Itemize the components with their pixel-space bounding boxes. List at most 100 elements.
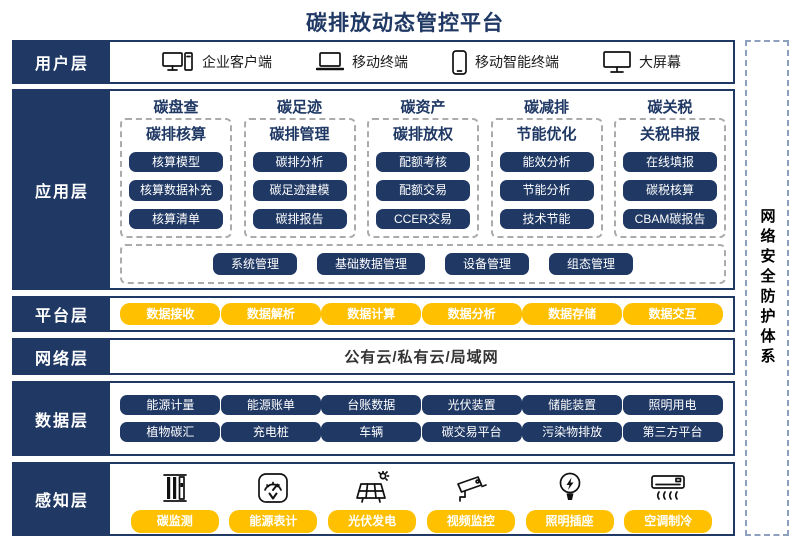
app-item-button[interactable]: 在线填报 (623, 152, 717, 173)
perception-item-lighting-socket: 照明插座 (525, 465, 614, 533)
app-item-button[interactable]: 核算数据补充 (129, 180, 223, 201)
app-bottom-button[interactable]: 组态管理 (549, 252, 634, 276)
big-screen-icon (603, 50, 631, 74)
network-clouds-text: 公有云/私有云/局域网 (344, 349, 499, 366)
data-item-button[interactable]: 储能装置 (522, 395, 623, 416)
platform-item-button[interactable]: 数据计算 (321, 302, 422, 326)
smartphone-icon (452, 49, 467, 75)
platform-layer-label: 平台层 (14, 298, 110, 330)
app-column-box: 碳排放权 配额考核 配额交易 CCER交易 (367, 118, 479, 238)
solar-panel-icon (353, 465, 391, 505)
network-layer-content: 公有云/私有云/局域网 (110, 340, 733, 373)
data-item-button[interactable]: 污染物排放 (522, 421, 623, 442)
platform-layer-row: 平台层 数据接收 数据解析 数据计算 数据分析 数据存储 数据交互 (12, 296, 735, 332)
platform-layer-content: 数据接收 数据解析 数据计算 数据分析 数据存储 数据交互 (110, 298, 733, 330)
perception-item-energy-meter: 能源表计 (229, 465, 318, 533)
perception-item-button[interactable]: 碳监测 (130, 510, 219, 533)
security-sidebar-text: 网络安全防护体系 (758, 208, 776, 368)
network-layer-label: 网络层 (14, 340, 110, 373)
user-item-label: 大屏幕 (639, 54, 681, 70)
app-bottom-button[interactable]: 基础数据管理 (316, 252, 425, 276)
perception-item-button[interactable]: 照明插座 (525, 510, 614, 533)
data-item-button[interactable]: 第三方平台 (622, 421, 723, 442)
app-column-header: 碳减排 (523, 99, 569, 116)
cctv-camera-icon (452, 465, 490, 505)
platform-item-button[interactable]: 数据解析 (220, 302, 321, 326)
perception-item-button[interactable]: 能源表计 (229, 510, 318, 533)
perception-item-button[interactable]: 光伏发电 (328, 510, 417, 533)
user-layer-row: 用户层 企业客户端 移动终端 移动智能终端 大屏幕 (12, 40, 735, 84)
air-conditioner-icon (649, 465, 687, 505)
perception-item-button[interactable]: 视频监控 (426, 510, 515, 533)
app-columns: 碳盘查 碳排核算 核算模型 核算数据补充 核算清单 碳足迹 碳排管理 碳排分析 … (120, 96, 726, 238)
app-item-button[interactable]: 配额考核 (376, 152, 470, 173)
app-column-carbon-asset: 碳资产 碳排放权 配额考核 配额交易 CCER交易 (367, 96, 479, 238)
app-item-button[interactable]: 碳税核算 (623, 180, 717, 201)
perception-item-video-surveillance: 视频监控 (426, 465, 515, 533)
app-item-button[interactable]: 碳排分析 (252, 152, 347, 173)
platform-item-button[interactable]: 数据交互 (622, 302, 723, 326)
data-layer-row: 数据层 能源计量 能源账单 台账数据 光伏装置 储能装置 照明用电 植物碳汇 充… (12, 381, 735, 456)
platform-item-button[interactable]: 数据接收 (120, 302, 221, 326)
app-management-box: 系统管理 基础数据管理 设备管理 组态管理 (120, 244, 726, 284)
app-item-button[interactable]: 节能分析 (499, 180, 594, 201)
user-item-big-screen: 大屏幕 (603, 50, 681, 74)
perception-item-carbon-monitor: 碳监测 (130, 465, 219, 533)
app-item-button[interactable]: CBAM碳报告 (623, 208, 717, 230)
app-group-title: 碳排核算 (145, 126, 206, 143)
app-item-button[interactable]: 碳排报告 (252, 208, 347, 230)
perception-layer-label: 感知层 (14, 464, 110, 534)
data-item-button[interactable]: 充电桩 (220, 421, 321, 442)
app-column-header: 碳足迹 (276, 99, 322, 116)
app-item-button[interactable]: 核算清单 (129, 208, 223, 230)
app-bottom-button[interactable]: 设备管理 (445, 252, 530, 276)
perception-item-air-conditioning: 空调制冷 (624, 465, 713, 533)
app-item-button[interactable]: 核算模型 (129, 152, 223, 173)
app-column-box: 节能优化 能效分析 节能分析 技术节能 (490, 118, 603, 238)
data-row: 植物碳汇 充电桩 车辆 碳交易平台 污染物排放 第三方平台 (120, 421, 723, 442)
user-item-label: 移动智能终端 (475, 54, 559, 70)
data-layer-label: 数据层 (14, 383, 110, 454)
app-column-carbon-tariff: 碳关税 关税申报 在线填报 碳税核算 CBAM碳报告 (614, 96, 726, 238)
emission-monitor-icon (158, 465, 192, 505)
perception-layer-content: 碳监测 能源表计 光伏发电 视频监控 照明插座 (110, 464, 733, 534)
user-item-enterprise-client: 企业客户端 (162, 51, 272, 74)
data-item-button[interactable]: 车辆 (321, 421, 422, 442)
user-layer-content: 企业客户端 移动终端 移动智能终端 大屏幕 (110, 42, 733, 82)
user-item-mobile-terminal: 移动终端 (316, 52, 408, 72)
data-layer-content: 能源计量 能源账单 台账数据 光伏装置 储能装置 照明用电 植物碳汇 充电桩 车… (110, 383, 733, 454)
app-layer-label: 应用层 (14, 91, 110, 288)
perception-item-button[interactable]: 空调制冷 (624, 510, 713, 533)
app-item-button[interactable]: CCER交易 (376, 208, 470, 230)
app-item-button[interactable]: 配额交易 (376, 180, 470, 201)
user-item-smart-terminal: 移动智能终端 (452, 49, 559, 75)
app-group-title: 节能优化 (516, 126, 577, 143)
data-item-button[interactable]: 光伏装置 (421, 395, 522, 416)
energy-meter-icon (256, 465, 290, 505)
app-layer-row: 应用层 碳盘查 碳排核算 核算模型 核算数据补充 核算清单 碳足迹 碳排管理 碳… (12, 89, 735, 290)
app-item-button[interactable]: 能效分析 (499, 152, 594, 173)
app-layer-content: 碳盘查 碳排核算 核算模型 核算数据补充 核算清单 碳足迹 碳排管理 碳排分析 … (110, 91, 733, 288)
data-item-button[interactable]: 照明用电 (622, 395, 723, 416)
user-item-label: 移动终端 (352, 54, 408, 70)
app-column-carbon-inventory: 碳盘查 碳排核算 核算模型 核算数据补充 核算清单 (120, 96, 232, 238)
app-item-button[interactable]: 碳足迹建模 (252, 180, 347, 201)
desktop-pc-icon (162, 51, 194, 74)
data-item-button[interactable]: 植物碳汇 (120, 421, 221, 442)
platform-item-button[interactable]: 数据分析 (421, 302, 522, 326)
app-group-title: 碳排放权 (392, 126, 453, 143)
app-column-box: 碳排管理 碳排分析 碳足迹建模 碳排报告 (243, 118, 356, 238)
platform-item-button[interactable]: 数据存储 (522, 302, 623, 326)
app-bottom-button[interactable]: 系统管理 (212, 252, 297, 276)
perception-item-solar-power: 光伏发电 (328, 465, 417, 533)
user-layer-label: 用户层 (14, 42, 110, 82)
app-column-box: 碳排核算 核算模型 核算数据补充 核算清单 (120, 118, 232, 238)
app-item-button[interactable]: 技术节能 (499, 208, 594, 230)
app-column-carbon-footprint: 碳足迹 碳排管理 碳排分析 碳足迹建模 碳排报告 (243, 96, 356, 238)
data-item-button[interactable]: 能源计量 (120, 395, 221, 416)
data-item-button[interactable]: 台账数据 (321, 395, 422, 416)
app-column-carbon-reduction: 碳减排 节能优化 能效分析 节能分析 技术节能 (490, 96, 603, 238)
data-item-button[interactable]: 能源账单 (220, 395, 321, 416)
user-item-label: 企业客户端 (202, 54, 272, 70)
data-item-button[interactable]: 碳交易平台 (421, 421, 522, 442)
